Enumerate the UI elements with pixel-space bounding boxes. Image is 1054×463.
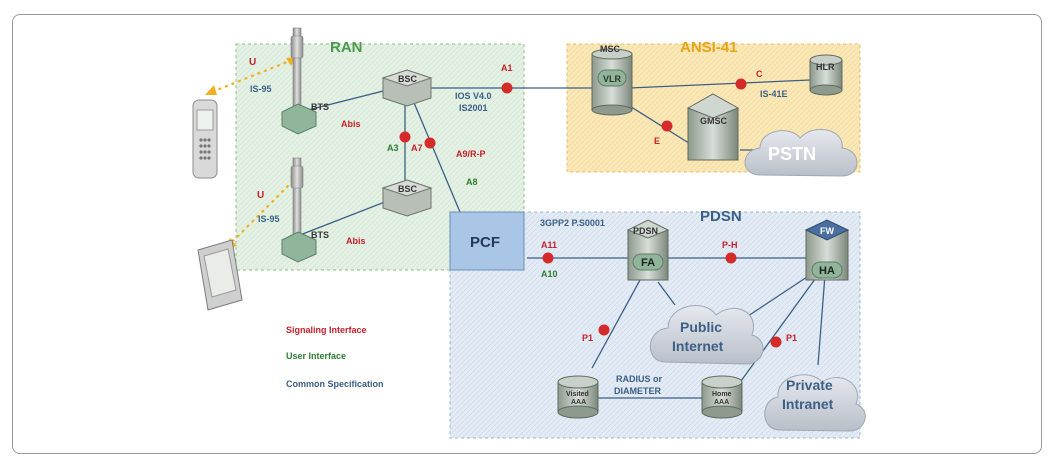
pda-device-icon [197, 239, 243, 311]
private-intranet-label-line2: Intranet [782, 396, 834, 412]
bts-bottom-node [281, 231, 317, 263]
pdsn-title: PDSN [700, 208, 742, 225]
bsc-top-node [381, 69, 433, 107]
visited-aaa-label-line1: Visited [566, 391, 589, 398]
pdsn-server-label: PDSN [633, 226, 658, 236]
radius-label-line2: DIAMETER [614, 386, 662, 396]
bts-top-label: BTS [311, 102, 329, 112]
u-bottom-label: U [257, 190, 264, 201]
gmsc-server-node [686, 93, 740, 161]
fw-ha-server-node [804, 219, 850, 281]
pdsn-fa-server-node [626, 219, 670, 281]
bts-top-node [281, 103, 317, 135]
radius-label-line1: RADIUS or [616, 374, 662, 384]
gmsc-label: GMSC [700, 116, 728, 126]
ios-label-line2: IS2001 [459, 103, 488, 113]
home-aaa-label-line1: Home [712, 391, 732, 398]
pstn-label: PSTN [768, 144, 816, 164]
pstn-cloud-icon [744, 128, 858, 177]
p1-left-label: P1 [582, 333, 593, 343]
pcf-node [449, 211, 525, 271]
home-aaa-label-line2: AAA [714, 399, 729, 406]
antenna-mast-bottom-icon [290, 157, 304, 245]
msc-label: MSC [600, 44, 621, 54]
legend-signaling: Signaling Interface [286, 325, 367, 335]
a7-label: A7 [411, 143, 423, 153]
ha-label: HA [819, 265, 835, 277]
is41e-label: IS-41E [760, 89, 788, 99]
visited-aaa-label-line2: AAA [571, 399, 586, 406]
mobile-phone-icon [192, 99, 218, 179]
hlr-label: HLR [816, 62, 835, 72]
bts-bottom-label: BTS [311, 230, 329, 240]
air-links [211, 58, 297, 243]
a9rp-label: A9/R-P [456, 149, 486, 159]
ios-label-line1: IOS V4.0 [455, 91, 492, 101]
a3-label: A3 [387, 143, 399, 153]
c-label: C [756, 69, 763, 79]
public-internet-cloud-icon [649, 305, 764, 365]
msc-server-node [591, 48, 633, 116]
a11-label: A11 [541, 240, 557, 250]
home-aaa-database-node [701, 375, 743, 419]
abis-bottom-label: Abis [346, 236, 366, 246]
is95-top-label: IS-95 [250, 84, 272, 94]
u-top-label: U [249, 57, 256, 68]
legend-common: Common Specification [286, 379, 384, 389]
air-arrow-top-left [205, 85, 217, 95]
fa-label: FA [641, 257, 655, 269]
a1-label: A1 [501, 63, 513, 73]
fw-label: FW [820, 226, 834, 236]
bsc-top-label: BSC [398, 74, 418, 84]
bsc-bottom-label: BSC [398, 184, 418, 194]
a8-label: A8 [466, 177, 478, 187]
ran-title: RAN [330, 39, 363, 56]
interface-points [399, 78, 782, 348]
public-internet-label-line2: Internet [672, 338, 724, 354]
is95-bottom-label: IS-95 [258, 214, 280, 224]
vlr-label: VLR [603, 74, 622, 84]
spec-3gpp2-label: 3GPP2 P.S0001 [540, 218, 605, 228]
e-label: E [654, 136, 660, 146]
abis-top-label: Abis [341, 119, 361, 129]
private-intranet-label-line1: Private [786, 377, 833, 393]
legend-user: User Interface [286, 351, 346, 361]
hlr-database-node [809, 54, 843, 96]
visited-aaa-database-node [557, 375, 599, 419]
pcf-label: PCF [470, 234, 500, 251]
ph-label: P-H [722, 240, 738, 250]
a10-label: A10 [541, 269, 558, 279]
ansi41-title: ANSI-41 [680, 39, 738, 56]
p1-right-label: P1 [786, 333, 797, 343]
bsc-bottom-node [381, 179, 433, 217]
private-intranet-cloud-icon [764, 374, 866, 432]
public-internet-label-line1: Public [680, 319, 722, 335]
